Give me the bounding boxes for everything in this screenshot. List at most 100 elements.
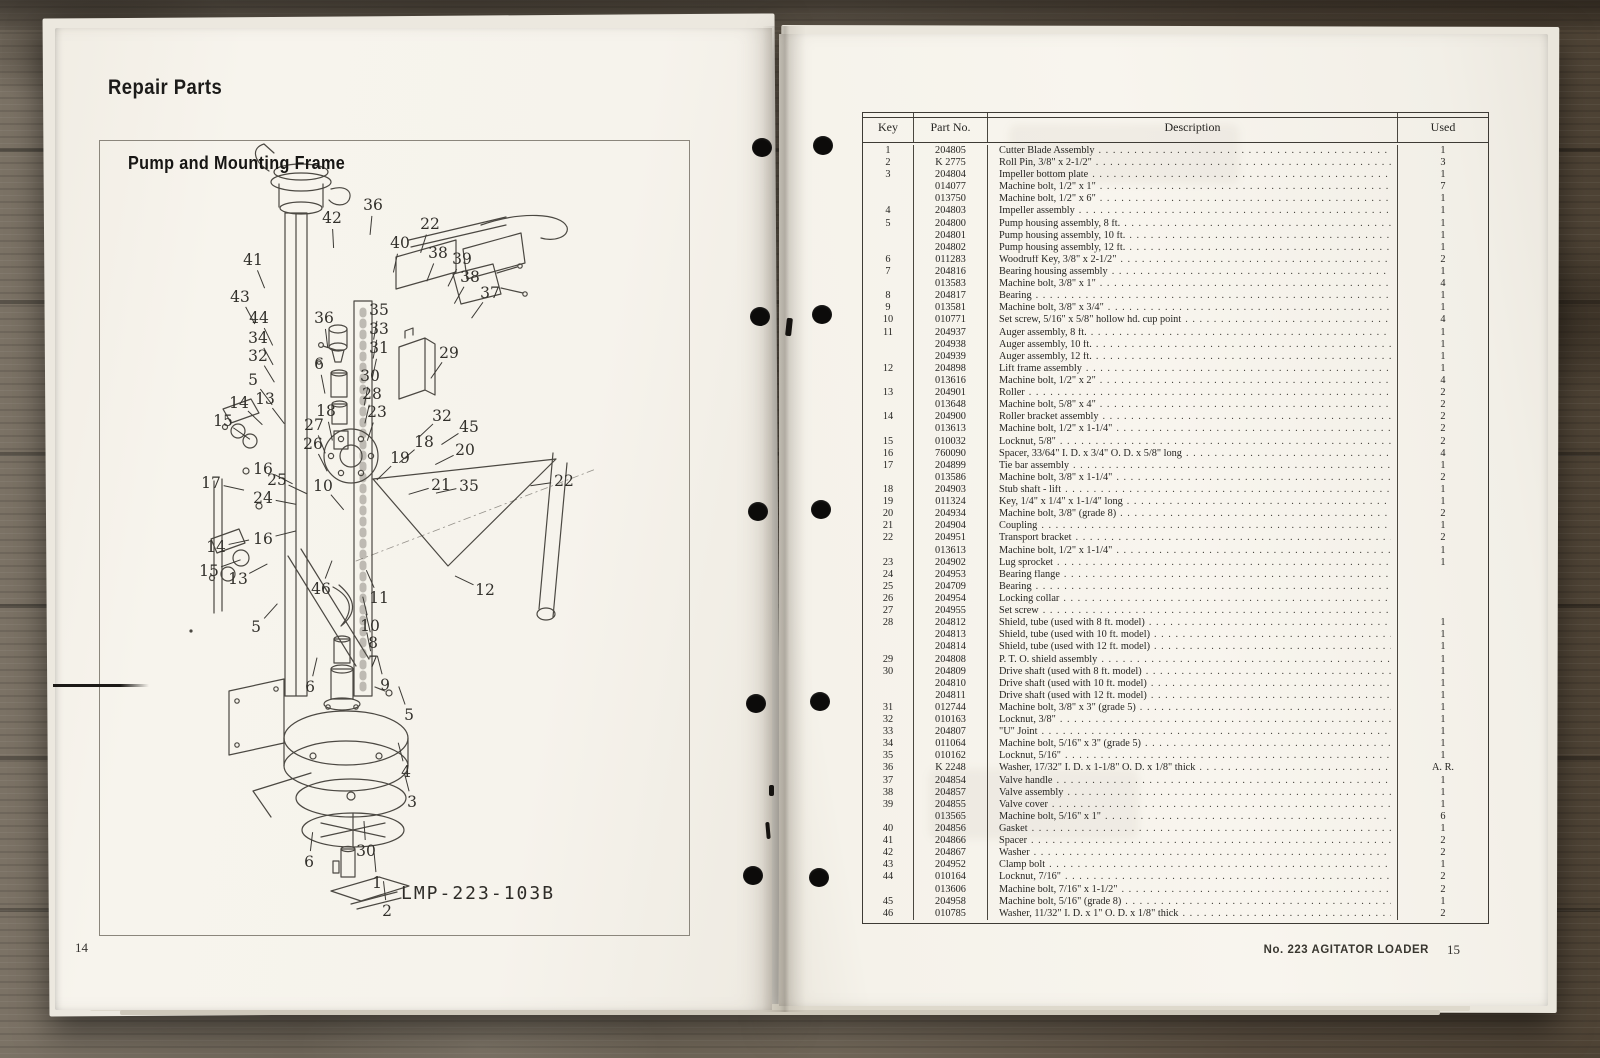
callout-leader-line — [309, 832, 314, 852]
column-divider — [987, 217, 988, 230]
callout-leader-line — [435, 488, 457, 494]
callout-number-45: 45 — [459, 418, 479, 436]
callout-number-24: 24 — [253, 489, 273, 507]
cell-part-no: 014077 — [935, 182, 966, 193]
punch-hole — [813, 136, 833, 155]
column-divider — [987, 677, 988, 690]
description-text: Spacer — [999, 836, 1028, 847]
column-divider — [987, 629, 988, 642]
table-row: 8204817Bearing1 — [863, 290, 1488, 303]
column-divider — [913, 375, 914, 388]
callout-number-6: 6 — [314, 355, 324, 373]
column-divider — [987, 605, 988, 618]
description-text: Roller bracket assembly — [999, 412, 1099, 423]
cell-used: 1 — [1440, 751, 1446, 762]
description-text: Locking collar — [999, 593, 1060, 604]
callout-leader-line — [376, 465, 392, 481]
cell-description: Machine bolt, 1/2" x 1-1/4" — [988, 546, 1397, 556]
cell-description: Lug sprocket — [988, 558, 1397, 568]
column-divider — [913, 895, 914, 908]
cell-key: 29 — [882, 654, 894, 665]
cell-part-no: K 2775 — [935, 158, 966, 169]
cell-part-no: 204801 — [935, 230, 966, 241]
column-divider — [913, 496, 914, 509]
callout-number-14: 14 — [206, 538, 226, 556]
cell-used: 1 — [1440, 218, 1446, 229]
callout-number-27: 27 — [304, 416, 324, 434]
dot-leader — [1108, 303, 1391, 313]
dot-leader — [1065, 485, 1391, 495]
punch-hole — [812, 305, 832, 324]
cell-description: Locknut, 5/8" — [988, 437, 1397, 447]
cell-key: 37 — [882, 775, 894, 786]
callout-number-43: 43 — [230, 288, 250, 306]
column-divider — [913, 774, 914, 787]
dot-leader — [1100, 194, 1391, 204]
column-divider — [1397, 907, 1398, 920]
column-divider — [987, 459, 988, 472]
cell-description: Machine bolt, 5/8" x 4" — [988, 400, 1397, 410]
column-divider — [913, 702, 914, 715]
callout-number-19: 19 — [390, 449, 410, 467]
cell-description: Stub shaft - lift — [988, 485, 1397, 495]
description-text: Woodruff Key, 3/8" x 2-1/2" — [999, 254, 1117, 265]
column-divider — [987, 302, 988, 315]
callout-leader-line — [332, 228, 335, 248]
description-text: Machine bolt, 1/2" x 1" — [999, 182, 1096, 193]
cell-part-no: 204816 — [935, 267, 966, 277]
dot-leader — [1103, 412, 1391, 422]
cell-key: 24 — [882, 569, 894, 580]
column-divider — [913, 883, 914, 896]
cell-used: 1 — [1440, 327, 1446, 338]
cell-used: 1 — [1440, 206, 1446, 217]
column-divider — [913, 278, 914, 291]
cell-used: 1 — [1440, 787, 1446, 798]
column-divider — [1397, 895, 1398, 908]
column-divider — [987, 907, 988, 920]
dot-leader — [1151, 691, 1391, 701]
column-divider — [913, 338, 914, 351]
column-divider — [987, 726, 988, 739]
callout-number-31: 31 — [369, 339, 389, 357]
dot-leader — [1073, 461, 1391, 471]
dot-leader — [1060, 437, 1391, 447]
cell-part-no: 204938 — [935, 339, 966, 350]
column-divider — [1397, 835, 1398, 848]
cell-description: Locking collar — [988, 594, 1397, 604]
column-divider — [1397, 411, 1398, 424]
figure-code: LMP-223-103B — [401, 883, 555, 904]
cell-description: Locknut, 7/16" — [988, 872, 1397, 882]
column-divider — [1397, 302, 1398, 315]
description-text: Drive shaft (used with 8 ft. model) — [999, 666, 1142, 677]
column-divider — [913, 665, 914, 678]
description-text: Machine bolt, 5/16" x 1" — [999, 811, 1101, 822]
cell-used: 1 — [1440, 775, 1446, 786]
column-divider — [987, 338, 988, 351]
callout-number-3: 3 — [407, 793, 417, 811]
column-divider — [1397, 714, 1398, 727]
cell-key: 33 — [882, 727, 894, 738]
callout-number-32: 32 — [248, 347, 268, 365]
description-text: Locknut, 7/16" — [999, 872, 1061, 883]
column-divider — [987, 375, 988, 388]
table-header-row: Key Part No. Description Used — [863, 113, 1488, 143]
table-row: 41204866Spacer2 — [863, 835, 1488, 848]
dot-leader — [1100, 400, 1391, 410]
cell-used: 7 — [1440, 182, 1446, 193]
callout-number-1: 1 — [372, 874, 382, 892]
column-divider — [913, 580, 914, 594]
